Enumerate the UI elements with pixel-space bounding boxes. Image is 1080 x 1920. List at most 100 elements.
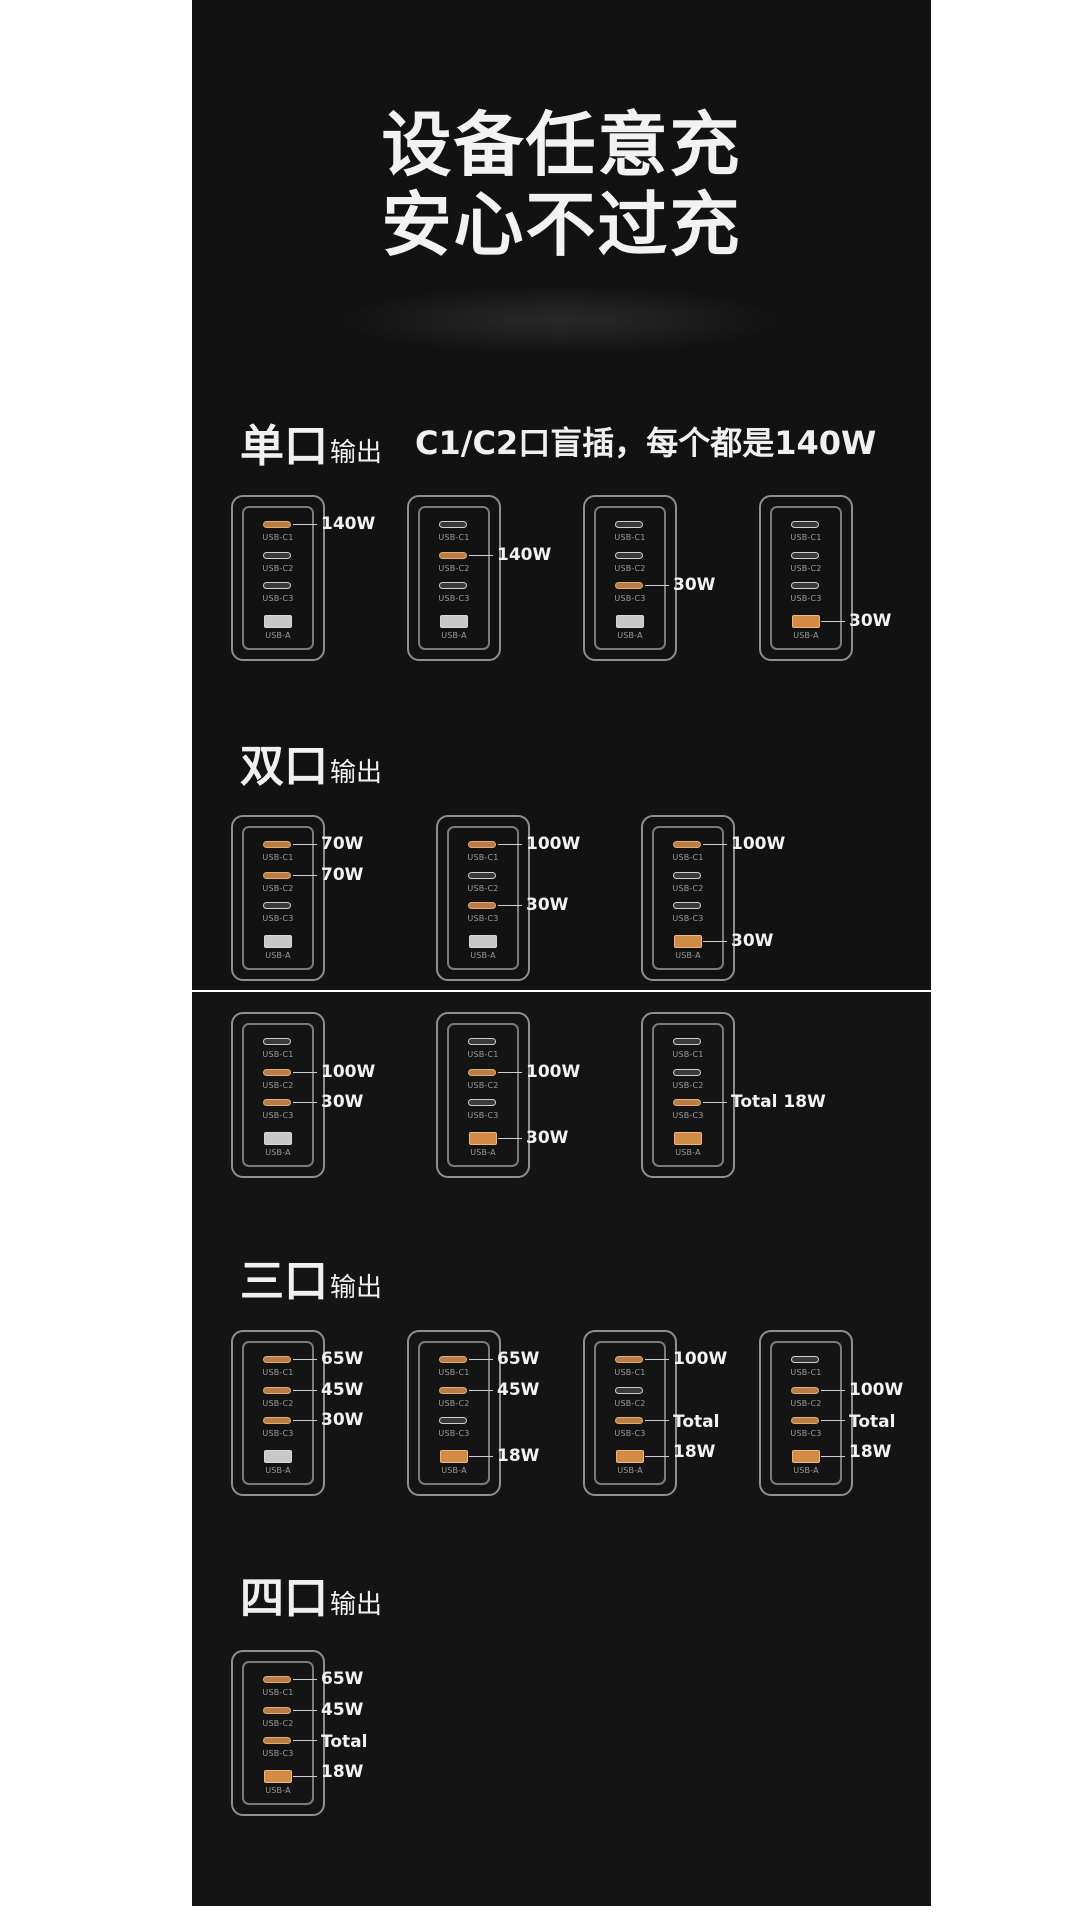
usb-c3-port — [263, 1099, 291, 1106]
section-title-suffix: 输出 — [330, 438, 383, 468]
charger-port-panel — [242, 1341, 314, 1485]
port-caption: USB-C1 — [790, 533, 822, 542]
usb-c2-port — [673, 1069, 701, 1076]
port-caption: USB-C2 — [438, 1399, 470, 1408]
charger-port-panel — [652, 1023, 724, 1167]
port-caption: USB-C1 — [262, 533, 294, 542]
charger-body-outline — [436, 815, 530, 981]
usb-c2-port — [673, 872, 701, 879]
usb-c1-port — [791, 521, 819, 528]
charger-port-panel — [594, 506, 666, 650]
charger-body-outline — [583, 1330, 677, 1496]
power-value-label: 30W — [731, 931, 774, 951]
power-value-label: Total — [673, 1412, 720, 1432]
section-title-text: 三口 — [240, 1256, 328, 1307]
charger-port-panel — [242, 1023, 314, 1167]
port-caption: USB-C2 — [467, 1081, 499, 1090]
charger-port-panel — [652, 826, 724, 970]
usb-c1-port — [615, 1356, 643, 1363]
port-caption: USB-C1 — [614, 533, 646, 542]
port-caption: USB-A — [617, 1466, 643, 1475]
port-caption: USB-C3 — [614, 594, 646, 603]
hero-line-2: 安心不过充 — [381, 184, 742, 266]
section-title-text: 双口 — [240, 741, 328, 792]
usb-c3-port — [439, 1417, 467, 1424]
usb-a-port — [469, 1132, 497, 1145]
port-caption: USB-C2 — [790, 1399, 822, 1408]
leader-line — [293, 1390, 317, 1391]
charger-port-panel — [447, 1023, 519, 1167]
leader-line — [703, 1102, 727, 1103]
power-value-label: 100W — [526, 1062, 581, 1082]
port-caption: USB-C2 — [467, 884, 499, 893]
usb-c2-port — [439, 1387, 467, 1394]
leader-line — [821, 1420, 845, 1421]
usb-a-port — [264, 1450, 292, 1463]
port-caption: USB-C3 — [438, 594, 470, 603]
usb-c1-port — [263, 1356, 291, 1363]
usb-c1-port — [615, 521, 643, 528]
usb-c3-port — [468, 1099, 496, 1106]
port-caption: USB-C1 — [438, 533, 470, 542]
port-caption: USB-A — [265, 631, 291, 640]
port-caption: USB-C1 — [672, 853, 704, 862]
section-title-text: 单口 — [240, 421, 328, 472]
power-value-label: 70W — [321, 834, 364, 854]
charger-port-panel — [242, 826, 314, 970]
usb-c2-port — [468, 1069, 496, 1076]
usb-a-port — [792, 615, 820, 628]
port-caption: USB-A — [470, 1148, 496, 1157]
power-value-label: 65W — [497, 1349, 540, 1369]
port-caption: USB-C3 — [438, 1429, 470, 1438]
port-caption: USB-C1 — [467, 1050, 499, 1059]
port-caption: USB-C2 — [614, 564, 646, 573]
usb-c2-port — [263, 1069, 291, 1076]
section-title-dual: 双口输出 — [240, 730, 382, 794]
usb-c3-port — [263, 902, 291, 909]
leader-line — [645, 1420, 669, 1421]
leader-line — [293, 1359, 317, 1360]
section-title-triple: 三口输出 — [240, 1245, 382, 1309]
charger-body-outline — [231, 815, 325, 981]
charger-body-outline — [231, 495, 325, 661]
leader-line — [293, 844, 317, 845]
usb-c3-port — [263, 582, 291, 589]
charger-body-outline — [231, 1650, 325, 1816]
section-title-text: 四口 — [240, 1573, 328, 1624]
power-value-label: 100W — [849, 1380, 904, 1400]
hero-title: 设备任意充 安心不过充 — [192, 105, 931, 265]
hero-shadow-decoration — [335, 285, 785, 355]
usb-a-port — [264, 1132, 292, 1145]
leader-line — [821, 1390, 845, 1391]
port-caption: USB-C3 — [672, 1111, 704, 1120]
leader-line — [645, 585, 669, 586]
port-caption: USB-C1 — [262, 1368, 294, 1377]
port-caption: USB-C3 — [262, 1429, 294, 1438]
charger-body-outline — [759, 495, 853, 661]
port-caption: USB-C1 — [262, 853, 294, 862]
usb-c1-port — [791, 1356, 819, 1363]
leader-line — [293, 1710, 317, 1711]
leader-line — [293, 1740, 317, 1741]
port-caption: USB-A — [793, 631, 819, 640]
charger-port-panel — [770, 506, 842, 650]
charger-body-outline — [407, 1330, 501, 1496]
usb-c2-port — [615, 552, 643, 559]
power-value-label: 70W — [321, 865, 364, 885]
usb-c2-port — [468, 872, 496, 879]
charger-port-panel — [770, 1341, 842, 1485]
power-value-label: 30W — [321, 1092, 364, 1112]
charger-port-panel — [242, 506, 314, 650]
usb-a-port — [264, 615, 292, 628]
power-value-label: 30W — [321, 1410, 364, 1430]
power-value-label: 65W — [321, 1669, 364, 1689]
leader-line — [293, 1420, 317, 1421]
port-caption: USB-C1 — [672, 1050, 704, 1059]
port-caption: USB-A — [617, 631, 643, 640]
port-caption: USB-C3 — [262, 1111, 294, 1120]
